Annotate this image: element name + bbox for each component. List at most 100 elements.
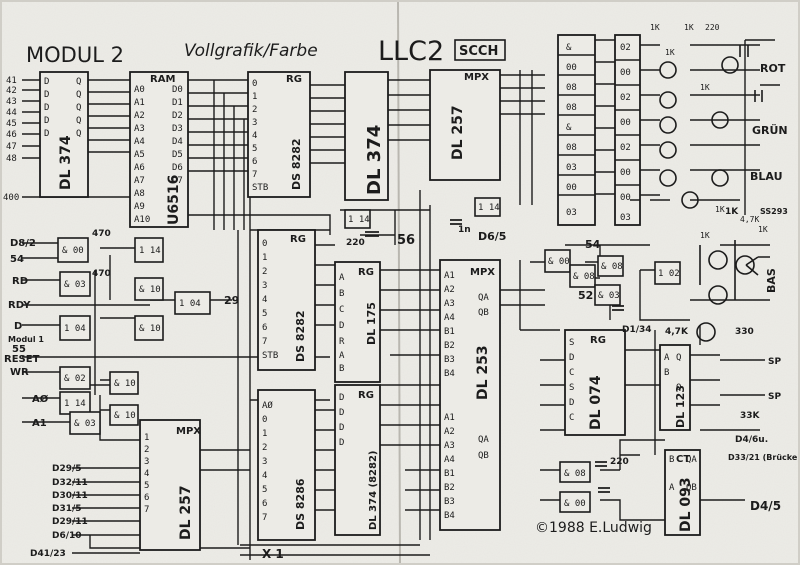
chip-label-dl093: DL 093 — [678, 477, 694, 532]
svg-text:6: 6 — [252, 157, 257, 167]
svg-text:Q: Q — [676, 353, 681, 363]
chip-label-dl374-top: DL 374 — [364, 125, 385, 195]
pin-48: 48 — [6, 154, 17, 164]
svg-text:4: 4 — [144, 469, 149, 479]
scch-badge: SCCH — [459, 44, 498, 59]
pin-46: 46 — [6, 130, 17, 140]
svg-text:D5: D5 — [172, 150, 183, 160]
label-220: 220 — [346, 238, 365, 248]
chip-label-dl257-bottom: DL 257 — [178, 485, 194, 540]
svg-text:S: S — [569, 383, 574, 393]
pin-47: 47 — [6, 142, 17, 152]
svg-text:6: 6 — [144, 493, 149, 503]
svg-text:5: 5 — [262, 309, 267, 319]
signal-d29-11: D29/11 — [52, 517, 88, 527]
shift-chain-cells — [558, 54, 640, 196]
svg-text:1K: 1K — [758, 225, 768, 234]
svg-text:A6: A6 — [134, 163, 145, 173]
svg-text:7: 7 — [262, 513, 267, 523]
chip-label-ds8282-top: DS 8282 — [290, 139, 303, 191]
svg-text:A4: A4 — [444, 313, 455, 323]
pin-43: 43 — [6, 97, 17, 107]
ct-093-label: CT — [676, 454, 690, 465]
svg-text:Q: Q — [76, 129, 81, 139]
svg-text:2: 2 — [262, 443, 267, 453]
svg-text:& 10: & 10 — [139, 324, 161, 334]
label-1n: 1n — [458, 225, 471, 235]
signal-reset: RESET — [4, 354, 40, 365]
svg-text:A4: A4 — [134, 137, 145, 147]
svg-text:D: D — [569, 398, 574, 408]
svg-text:A3: A3 — [444, 441, 455, 451]
svg-text:A10: A10 — [134, 215, 150, 225]
svg-text:00: 00 — [620, 168, 631, 178]
chip-dl374-top — [344, 71, 389, 201]
chip-dl253 — [439, 259, 501, 531]
svg-text:C: C — [339, 305, 344, 315]
svg-text:D: D — [44, 116, 49, 126]
svg-text:7: 7 — [252, 170, 257, 180]
svg-text:1 14: 1 14 — [139, 246, 161, 256]
svg-text:D: D — [44, 77, 49, 87]
svg-text:5: 5 — [252, 144, 257, 154]
svg-text:3: 3 — [262, 281, 267, 291]
chip-dl374-input — [39, 71, 89, 198]
svg-text:B: B — [339, 364, 344, 374]
copyright: ©1988 E.Ludwig — [535, 520, 652, 536]
svg-text:A3: A3 — [444, 299, 455, 309]
svg-text:00: 00 — [566, 183, 577, 193]
svg-text:0: 0 — [252, 79, 257, 89]
svg-text:A7: A7 — [134, 176, 145, 186]
chip-label-dl374-bottom: DL 374 (8282) — [368, 451, 379, 530]
svg-text:2: 2 — [252, 105, 257, 115]
svg-text:02: 02 — [620, 43, 631, 53]
svg-text:A1: A1 — [444, 413, 455, 423]
svg-text:220: 220 — [705, 23, 720, 32]
svg-text:4: 4 — [262, 471, 267, 481]
svg-text:B2: B2 — [444, 483, 455, 493]
svg-text:03: 03 — [566, 163, 577, 173]
svg-text:A: A — [664, 353, 670, 363]
label-33k: 33K — [740, 411, 761, 421]
capacitors — [365, 219, 624, 493]
rg-374b-label: RG — [358, 390, 374, 401]
label-x1: X 1 — [262, 547, 284, 561]
svg-text:D: D — [44, 129, 49, 139]
chip-gate-column — [614, 34, 641, 226]
signal-d31-5: D31/5 — [52, 504, 82, 514]
label-52: 52 — [578, 289, 593, 302]
svg-text:1K: 1K — [650, 23, 660, 32]
signal-d32-11: D32/11 — [52, 478, 88, 488]
svg-text:1: 1 — [144, 433, 149, 443]
svg-text:1 04: 1 04 — [64, 324, 86, 334]
svg-text:D: D — [44, 103, 49, 113]
pin-42: 42 — [6, 86, 17, 96]
pin-45: 45 — [6, 119, 17, 129]
logic-gates — [57, 197, 681, 513]
rg-top-label: RG — [286, 74, 302, 85]
svg-text:D6: D6 — [172, 163, 183, 173]
chip-label-dl074: DL 074 — [588, 375, 604, 430]
svg-text:00: 00 — [566, 63, 577, 73]
svg-text:A1: A1 — [444, 271, 455, 281]
svg-text:& 02: & 02 — [64, 374, 86, 384]
svg-text:R: R — [339, 337, 345, 347]
svg-text:1K: 1K — [700, 83, 710, 92]
svg-text:1: 1 — [262, 253, 267, 263]
chip-dl175-a — [334, 261, 381, 383]
svg-text:6: 6 — [262, 323, 267, 333]
signal-d30-11: D30/11 — [52, 491, 88, 501]
svg-text:D: D — [339, 438, 344, 448]
svg-text:2: 2 — [144, 445, 149, 455]
output-gruen: GRÜN — [752, 123, 788, 137]
svg-text:B3: B3 — [444, 497, 455, 507]
svg-text:D: D — [569, 353, 574, 363]
svg-text:1 02: 1 02 — [658, 269, 680, 279]
svg-text:A2: A2 — [134, 111, 145, 121]
svg-text:1 14: 1 14 — [348, 215, 370, 225]
chip-label-dl175-a: DL 175 — [365, 302, 378, 345]
signal-wr: WR — [10, 367, 29, 378]
